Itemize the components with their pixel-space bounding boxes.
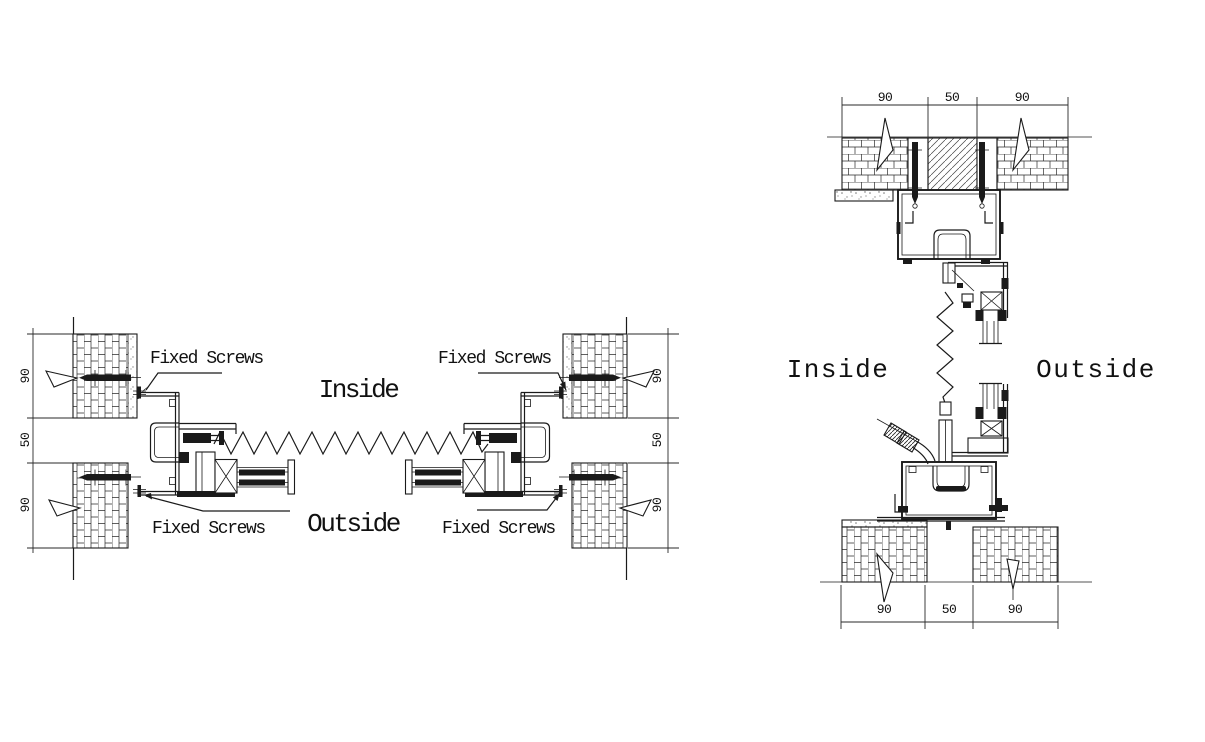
break-mark	[1012, 117, 1030, 172]
leader-lines	[141, 372, 567, 512]
inside-label: Inside	[787, 355, 890, 385]
lower-sash-glazing	[876, 382, 1009, 465]
dimension-chain-right: 90 50 90	[628, 328, 679, 553]
upper-sash-glazing	[942, 261, 1009, 345]
dim-label: 90	[650, 498, 665, 513]
wall-anchor-bolt	[975, 142, 989, 209]
dim-label: 50	[942, 602, 957, 617]
wall-anchor-bolt	[908, 142, 922, 209]
dimension-chain-bottom: 90 50 90	[840, 585, 1059, 629]
dim-label: 50	[650, 433, 665, 448]
break-mark	[876, 552, 894, 603]
fixed-screws-label: Fixed Screws	[442, 519, 555, 539]
dim-label: 90	[1008, 602, 1023, 617]
window-handle	[876, 418, 953, 465]
dim-label: 90	[1015, 90, 1030, 105]
dimension-chain-top: 90 50 90	[841, 90, 1069, 137]
left-section-drawing: 90 50 90 90 50 90 Fixed Sc	[18, 316, 679, 581]
outside-label: Outside	[307, 509, 400, 539]
dim-label: 50	[945, 90, 960, 105]
inside-label: Inside	[319, 375, 399, 405]
break-mark	[876, 117, 894, 172]
dimension-chain-left: 90 50 90	[18, 328, 73, 553]
break-line-zigzag	[936, 291, 954, 404]
fixed-screws-label: Fixed Screws	[438, 349, 551, 369]
sill-frame-profile	[877, 461, 1008, 530]
dim-label: 90	[878, 90, 893, 105]
dim-label: 90	[18, 369, 33, 384]
break-mark	[1006, 558, 1020, 590]
dim-label: 90	[877, 602, 892, 617]
outside-label: Outside	[1036, 355, 1156, 385]
dim-label: 90	[18, 498, 33, 513]
fixed-screws-label: Fixed Screws	[150, 349, 263, 369]
dim-label: 50	[18, 433, 33, 448]
break-line-zigzag	[213, 430, 489, 456]
wall-head	[827, 117, 1092, 209]
wall-sill	[820, 519, 1092, 603]
fixed-screws-label: Fixed Screws	[152, 519, 265, 539]
head-frame-profile	[896, 189, 1004, 264]
right-section-drawing: 90 50 90	[787, 90, 1156, 629]
